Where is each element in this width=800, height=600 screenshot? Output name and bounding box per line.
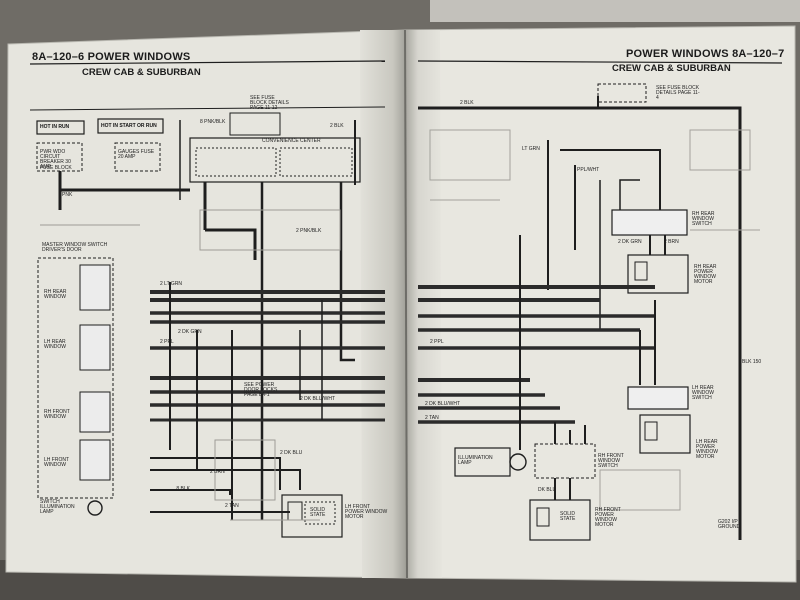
breaker-label: PWR WDO CIRCUIT BREAKER 30 AMP <box>40 149 71 170</box>
wire-label: 2 PPL <box>160 339 174 345</box>
rh-rear-motor-label: RH REAR POWER WINDOW MOTOR <box>694 264 717 285</box>
lh-front-motor-label: LH FRONT POWER WINDOW MOTOR <box>345 504 388 520</box>
rh-rear-window-label: RH REAR WINDOW <box>44 289 67 300</box>
wire-label: 2 DK BLU <box>280 450 303 456</box>
wire-label: DK BLU <box>538 487 557 493</box>
wire-label: 2 PPL <box>430 339 444 345</box>
wire-label: .8 BLK <box>175 486 191 492</box>
wire-label: LT GRN <box>522 146 540 152</box>
wire-label: 2 BRN <box>664 239 679 245</box>
master-window-switch-label: MASTER WINDOW SWITCH DRIVER'S DOOR <box>42 242 108 253</box>
see-fuse-block-left: SEE FUSE BLOCK DETAILS PAGE 11-12 <box>250 95 289 111</box>
wire-label: 2 LT GRN <box>160 281 183 287</box>
wire-label: 2 DK BLU/WHT <box>300 396 336 402</box>
right-diagram <box>417 60 783 541</box>
gauges-fuse-label: GAUGES FUSE 20 AMP <box>118 149 155 160</box>
see-fuse-block-right: SEE FUSE BLOCK DETAILS PAGE 11-4 <box>656 85 700 101</box>
lh-front-window-label: LH FRONT WINDOW <box>44 457 69 468</box>
right-page-header: POWER WINDOWS 8A–120–7 <box>626 48 785 60</box>
see-power-door-locks: SEE POWER DOOR LOCKS PAGE 8A-1 <box>244 382 278 398</box>
wire-label: BLK 150 <box>742 359 762 365</box>
fuse-block-label: FUSE BLOCK <box>40 165 72 171</box>
wire-label: 8 PNK/BLK <box>200 119 226 125</box>
wire-label: 2 DK GRN <box>618 239 642 245</box>
rh-front-motor-label: RH FRONT POWER WINDOW MOTOR <box>595 507 621 528</box>
left-diagram <box>29 60 386 538</box>
lh-rear-window-label: LH REAR WINDOW <box>44 339 66 350</box>
lh-rear-switch-label: LH REAR WINDOW SWITCH <box>692 385 714 401</box>
solid-state-left: SOLID STATE <box>310 507 326 518</box>
rh-front-window-label: RH FRONT WINDOW <box>44 409 70 420</box>
ground-label: G202 I/P GROUND <box>718 519 741 530</box>
left-page-header: 8A–120–6 POWER WINDOWS <box>32 51 191 63</box>
wire-label: PPL/WHT <box>577 167 600 173</box>
switch-illumination-label: SWITCH ILLUMINATION LAMP <box>40 499 75 515</box>
hot-in-run-label: HOT IN RUN <box>40 124 70 130</box>
hot-in-start-run-label: HOT IN START OR RUN <box>101 123 157 129</box>
right-page-subheader: CREW CAB & SUBURBAN <box>612 63 731 74</box>
convenience-center-label: CONVENIENCE CENTER <box>262 138 321 144</box>
left-page-subheader: CREW CAB & SUBURBAN <box>82 67 201 78</box>
wire-label: 2 BLK <box>460 100 474 106</box>
wire-label: 2 TAN <box>225 503 239 509</box>
wire-label: 2 DK GRN <box>178 329 202 335</box>
rh-rear-switch-label: RH REAR WINDOW SWITCH <box>692 211 715 227</box>
illumination-lamp-label: ILLUMINATION LAMP <box>458 455 493 466</box>
solid-state-right: SOLID STATE <box>560 511 576 522</box>
lh-rear-motor-label: LH REAR POWER WINDOW MOTOR <box>696 439 718 460</box>
wire-label: 2 TAN <box>425 415 439 421</box>
wire-label: 2 BLK <box>330 123 344 129</box>
left-page <box>5 29 408 579</box>
wire-label: 2 PNK/BLK <box>296 228 322 234</box>
wire-label: PNK <box>62 192 73 198</box>
rh-front-switch-label: RH FRONT WINDOW SWITCH <box>598 453 624 469</box>
wire-label: 2 BRN <box>210 469 225 475</box>
wire-label: 2 DK BLU/WHT <box>425 401 461 407</box>
